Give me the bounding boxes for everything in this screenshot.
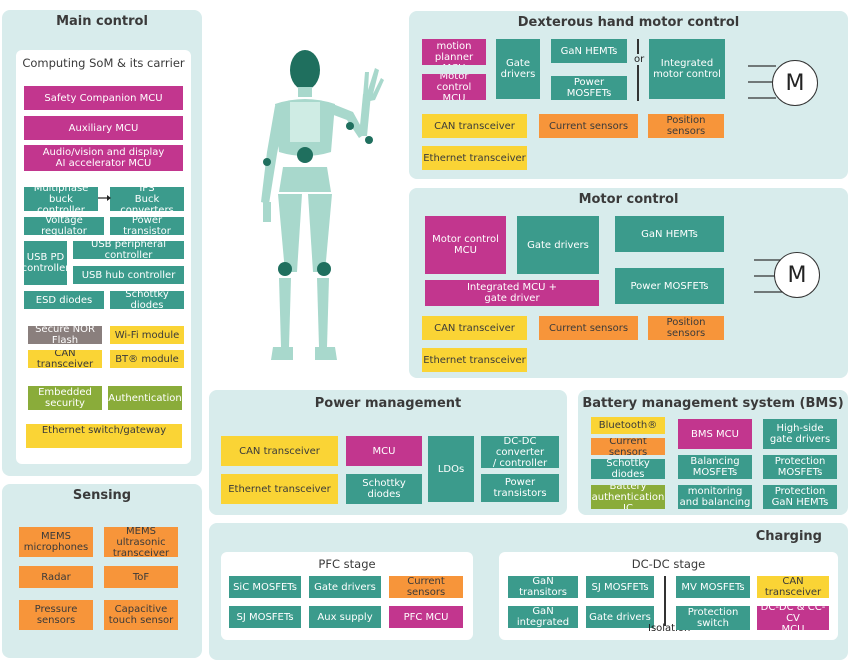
hand-gan-hemts: GaN HEMTs bbox=[551, 39, 627, 63]
power-mcu: MCU bbox=[346, 436, 422, 466]
usb-peripheral-controller: USB peripheral controller bbox=[73, 241, 184, 259]
battery-authentication-ic: Battery authentication IC bbox=[591, 485, 665, 509]
dcdc-cc-cv-mcu: DC-DC & CC-CV MCU bbox=[757, 606, 829, 630]
bms-mcu: BMS MCU bbox=[678, 419, 752, 449]
tof: ToF bbox=[104, 566, 178, 588]
pressure-sensors: Pressure sensors bbox=[19, 600, 93, 630]
motor-icon: M bbox=[774, 252, 820, 298]
motor-ethernet-transceiver: Ethernet transceiver bbox=[422, 348, 527, 372]
embedded-security: Embedded security bbox=[28, 386, 102, 410]
power-transistors: Power transistors bbox=[481, 474, 559, 502]
mems-microphones: MEMS microphones bbox=[19, 527, 93, 557]
gan-integrated: GaN integrated bbox=[508, 606, 578, 628]
hand-motor-wires bbox=[748, 65, 776, 99]
sensing-title: Sensing bbox=[72, 488, 132, 503]
protection-switch: Protection switch bbox=[676, 606, 750, 630]
hand-gate-drivers: Gate drivers bbox=[496, 39, 540, 99]
mems-ultrasonic: MEMS ultrasonic transceiver bbox=[104, 527, 178, 557]
hand-motor-icon: M bbox=[772, 60, 818, 106]
wifi-module: Wi-Fi module bbox=[110, 326, 184, 344]
authentication: Authentication bbox=[108, 386, 182, 410]
isolation-divider bbox=[664, 576, 666, 626]
hand-power-mosfets: Power MOSFETs bbox=[551, 76, 627, 100]
hand-can-transceiver: CAN transceiver bbox=[422, 114, 527, 138]
multiphase-buck: Multiphase buck controller bbox=[24, 187, 98, 211]
main-control-title: Main control bbox=[56, 14, 148, 29]
radar: Radar bbox=[19, 566, 93, 588]
usb-pd-controller: USB PD controller bbox=[24, 241, 67, 285]
hand-ethernet-transceiver: Ethernet transceiver bbox=[422, 146, 527, 170]
power-management-title: Power management bbox=[314, 396, 462, 411]
pfc-gate-drivers: Gate drivers bbox=[309, 576, 381, 598]
aux-supply: Aux supply bbox=[309, 606, 381, 628]
high-side-gate-drivers: High-side gate drivers bbox=[763, 419, 837, 449]
hand-motor-control-mcu: Motor control MCU bbox=[422, 74, 486, 100]
power-schottky-diodes: Schottky diodes bbox=[346, 474, 422, 504]
som-title: Computing SoM & its carrier bbox=[22, 56, 185, 70]
motor-control-title: Motor control bbox=[578, 192, 679, 207]
arrow-icon bbox=[98, 195, 111, 201]
protection-mosfets: Protection MOSFETs bbox=[763, 455, 837, 479]
power-can-transceiver: CAN transceiver bbox=[221, 436, 338, 466]
power-ethernet-transceiver: Ethernet transceiver bbox=[221, 474, 338, 504]
motor-power-mosfets: Power MOSFETs bbox=[615, 268, 724, 304]
ips-buck: IPS Buck converters bbox=[110, 187, 184, 211]
balancing-mosfets: Balancing MOSFETs bbox=[678, 455, 752, 479]
motor-gan-hemts: GaN HEMTs bbox=[615, 216, 724, 252]
pfc-current-sensors: Current sensors bbox=[389, 576, 463, 598]
hand-position-sensors: Position sensors bbox=[648, 114, 724, 138]
pfc-stage-title: PFC stage bbox=[318, 557, 376, 571]
sic-mosfets: SiC MOSFETs bbox=[229, 576, 301, 598]
schottky-diodes: Schottky diodes bbox=[110, 291, 184, 309]
hand-motion-planner-mcu: Hand motion planner MCU bbox=[422, 39, 486, 65]
bms-title: Battery management system (BMS) bbox=[582, 396, 844, 411]
safety-mcu: Safety Companion MCU bbox=[24, 86, 183, 110]
ethernet-switch: Ethernet switch/gateway bbox=[26, 424, 182, 448]
dcdc-stage-title: DC-DC stage bbox=[631, 557, 706, 571]
protection-gan-hemts: Protection GaN HEMTs bbox=[763, 485, 837, 509]
integrated-mcu-gate-driver: Integrated MCU + gate driver bbox=[425, 280, 599, 306]
hand-integrated-motor-control: Integrated motor control bbox=[649, 39, 725, 99]
aux-mcu: Auxiliary MCU bbox=[24, 116, 183, 140]
bms-current-sensors: Current sensors bbox=[591, 438, 665, 455]
can-transceiver-main: CAN transceiver bbox=[28, 350, 102, 368]
cell-monitoring-ic: Cell monitoring and balancing IC bbox=[678, 485, 752, 509]
usb-hub-controller: USB hub controller bbox=[73, 266, 184, 284]
secure-nor-flash: Secure NOR Flash bbox=[28, 326, 102, 344]
av-ai-mcu: Audio/vision and display AI accelerator … bbox=[24, 145, 183, 171]
capacitive-touch: Capacitive touch sensor bbox=[104, 600, 178, 630]
bms-schottky-diodes: Schottky diodes bbox=[591, 459, 665, 479]
hand-current-sensors: Current sensors bbox=[539, 114, 638, 138]
ldos: LDOs bbox=[428, 436, 474, 502]
motor-current-sensors: Current sensors bbox=[539, 316, 638, 340]
voltage-regulator: Voltage regulator bbox=[24, 217, 104, 235]
humanoid-robot-icon bbox=[261, 50, 384, 360]
motor-control-mcu: Motor control MCU bbox=[425, 216, 506, 274]
motor-position-sensors: Position sensors bbox=[648, 316, 724, 340]
hand-control-title: Dexterous hand motor control bbox=[517, 15, 740, 30]
charging-title: Charging bbox=[755, 529, 822, 544]
pfc-mcu: PFC MCU bbox=[389, 606, 463, 628]
motor-can-transceiver: CAN transceiver bbox=[422, 316, 527, 340]
gan-transitors: GaN transitors bbox=[508, 576, 578, 598]
mv-mosfets: MV MOSFETs bbox=[676, 576, 750, 598]
hand-or-label: or bbox=[634, 54, 645, 65]
motor-gate-drivers: Gate drivers bbox=[517, 216, 599, 274]
pfc-sj-mosfets: SJ MOSFETs bbox=[229, 606, 301, 628]
charging-can-transceiver: CAN transceiver bbox=[757, 576, 829, 598]
bt-module: BT® module bbox=[110, 350, 184, 368]
isolation-label: Isolation bbox=[648, 623, 691, 634]
dcdc-gate-drivers: Gate drivers bbox=[586, 606, 654, 628]
esd-diodes: ESD diodes bbox=[24, 291, 104, 309]
dcdc-sj-mosfets: SJ MOSFETs bbox=[586, 576, 654, 598]
hand-or-divider bbox=[637, 39, 639, 101]
dcdc-converter: DC-DC converter / controller bbox=[481, 436, 559, 468]
power-transistor: Power transistor bbox=[110, 217, 184, 235]
bms-bluetooth: Bluetooth® bbox=[591, 417, 665, 434]
